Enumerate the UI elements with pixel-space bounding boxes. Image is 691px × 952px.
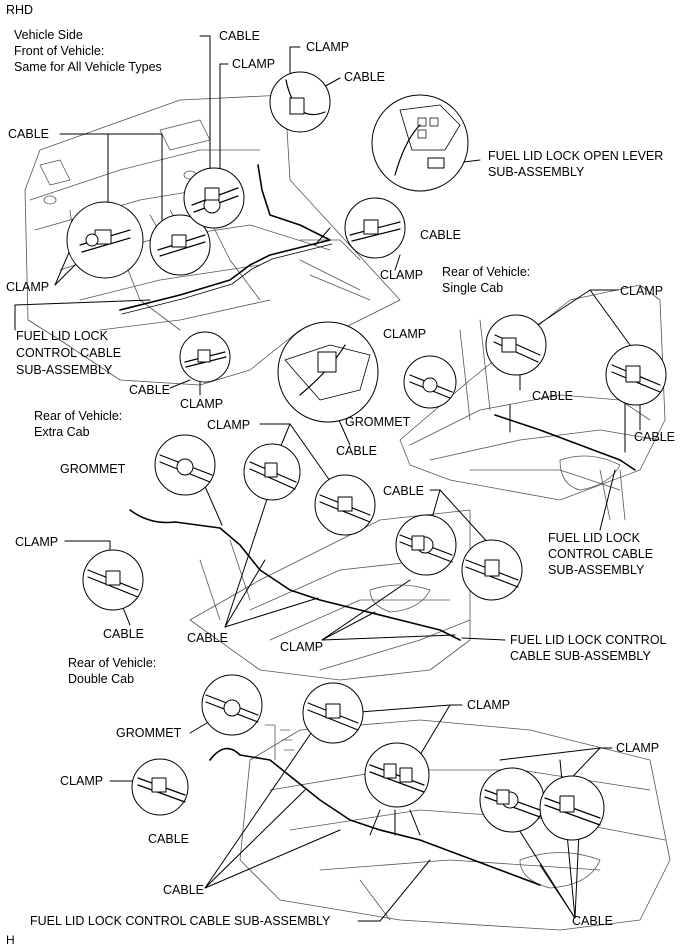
double-clamp-label-b: CLAMP: [616, 741, 660, 755]
extra-clamp-label-b: CLAMP: [15, 535, 59, 549]
extra-grommet-label: GROMMET: [60, 462, 126, 476]
double-cable-label-b: CABLE: [163, 883, 204, 897]
single-cab-cable: [494, 414, 636, 471]
single-heading-2: Single Cab: [442, 281, 504, 295]
front-clamp-label-c: CLAMP: [380, 268, 424, 282]
extra-fuel-lid-2: CABLE SUB-ASSEMBLY: [510, 649, 651, 663]
extra-heading-2: Extra Cab: [34, 425, 90, 439]
front-heading-1: Vehicle Side: [14, 28, 83, 42]
extra-cab-cable: [129, 509, 461, 641]
extra-clamp-label-a: CLAMP: [207, 418, 251, 432]
double-cable-label-a: CABLE: [148, 832, 189, 846]
double-cab-circles: [131, 674, 605, 841]
double-heading-2: Double Cab: [68, 672, 135, 686]
front-cable-label-c: CABLE: [8, 127, 49, 141]
single-grommet-label: GROMMET: [345, 415, 411, 429]
single-cable-label-b: CABLE: [634, 430, 675, 444]
double-cab-body: [239, 719, 671, 931]
extra-cable-label-a: CABLE: [383, 484, 424, 498]
front-clamp-label-d: CLAMP: [6, 280, 50, 294]
extra-cable-label-c: CABLE: [187, 631, 228, 645]
single-fuel-lid-3: SUB-ASSEMBLY: [548, 563, 645, 577]
double-fuel-lid: FUEL LID LOCK CONTROL CABLE SUB-ASSEMBLY: [30, 914, 331, 928]
single-clamp-label: CLAMP: [620, 284, 664, 298]
single-cab-circles: [403, 314, 667, 409]
front-clamp-label-b: CLAMP: [232, 57, 276, 71]
double-heading-1: Rear of Vehicle:: [68, 656, 157, 670]
single-fuel-lid-2: CONTROL CABLE: [548, 547, 654, 561]
single-cable-label-a: CABLE: [532, 389, 573, 403]
front-clamp-label-f: CLAMP: [180, 397, 224, 411]
single-fuel-lid-1: FUEL LID LOCK: [548, 531, 640, 545]
front-clamp-label-a: CLAMP: [306, 40, 350, 54]
rhd-code: RHD: [6, 3, 34, 17]
front-heading-3: Same for All Vehicle Types: [14, 60, 162, 74]
open-lever-label-1: FUEL LID LOCK OPEN LEVER: [488, 149, 664, 163]
extra-cab-body: [189, 509, 471, 681]
front-fuel-lid-2: CONTROL CABLE: [16, 346, 122, 360]
footer-mark: H: [6, 933, 15, 947]
single-heading-1: Rear of Vehicle:: [442, 265, 531, 279]
double-clamp-label-a: CLAMP: [467, 698, 511, 712]
extra-clamp-label-c: CLAMP: [280, 640, 324, 654]
extra-cab-circles: [82, 434, 523, 611]
double-cable-label-c: CABLE: [572, 914, 613, 928]
front-cable-label-e: CABLE: [129, 383, 170, 397]
single-cab-body: [399, 284, 666, 521]
double-clamp-label-c: CLAMP: [60, 774, 104, 788]
front-cable-label-a: CABLE: [219, 29, 260, 43]
double-grommet-label: GROMMET: [116, 726, 182, 740]
front-cable-label-f: CABLE: [336, 444, 377, 458]
extra-fuel-lid-1: FUEL LID LOCK CONTROL: [510, 633, 667, 647]
front-cable-label-b: CABLE: [344, 70, 385, 84]
double-cab-leaders: [109, 704, 613, 922]
front-detail-circles: [66, 71, 469, 423]
front-cable-label-d: CABLE: [420, 228, 461, 242]
front-fuel-lid-3: SUB-ASSEMBLY: [16, 363, 113, 377]
front-clamp-label-e: CLAMP: [383, 327, 427, 341]
front-fuel-lid-1: FUEL LID LOCK: [16, 329, 108, 343]
front-cable-routing: [119, 164, 333, 315]
double-cab-cable: [209, 747, 541, 886]
front-heading-2: Front of Vehicle:: [14, 44, 105, 58]
extra-cable-label-b: CABLE: [103, 627, 144, 641]
open-lever-label-2: SUB-ASSEMBLY: [488, 165, 585, 179]
extra-heading-1: Rear of Vehicle:: [34, 409, 123, 423]
